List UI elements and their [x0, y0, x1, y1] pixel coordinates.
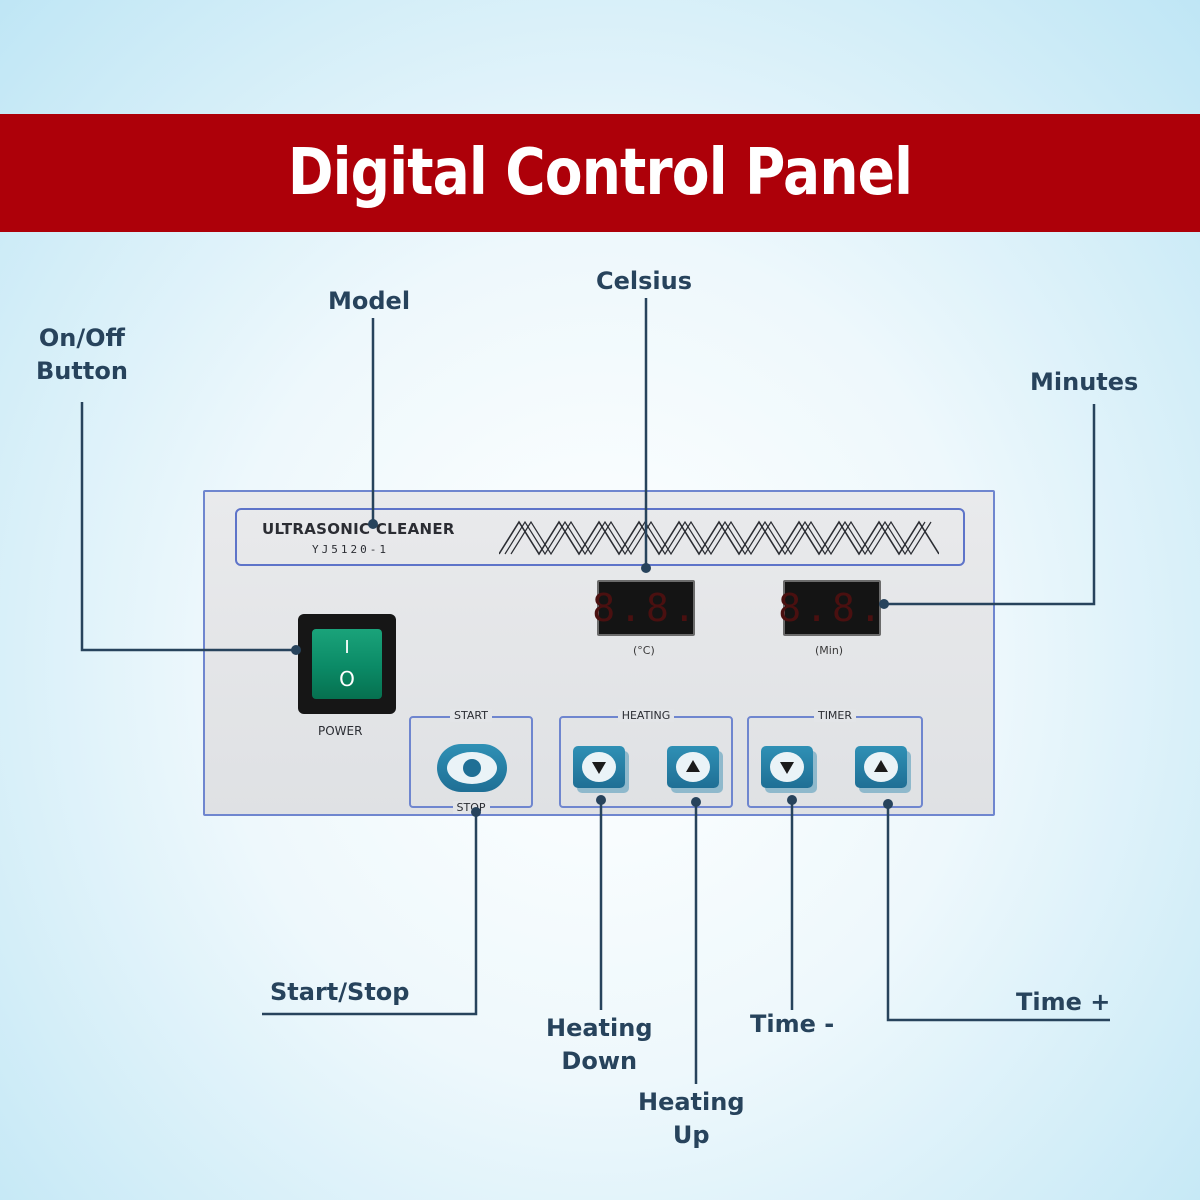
switch-off-mark: O	[339, 667, 355, 691]
heating-group: HEATING	[559, 709, 733, 808]
time-plus-button[interactable]	[855, 746, 907, 788]
power-label: POWER	[318, 724, 363, 738]
model-label: YJ5120-1	[312, 543, 389, 556]
callout-time-plus: Time +	[1016, 988, 1111, 1016]
timer-display: 8.8.	[778, 580, 882, 636]
power-rocker[interactable]: I O	[312, 629, 382, 699]
timer-group: TIMER	[747, 709, 923, 808]
callout-start-stop: Start/Stop	[270, 978, 410, 1006]
start-stop-group: START STOP	[409, 709, 533, 814]
title-banner: Digital Control Panel	[0, 114, 1200, 232]
start-label: START	[411, 709, 531, 722]
callout-minutes: Minutes	[1030, 368, 1139, 396]
arrow-up-icon	[686, 760, 700, 772]
switch-on-mark: I	[344, 637, 350, 658]
timer-label: TIMER	[749, 709, 921, 722]
callout-model: Model	[328, 287, 411, 315]
callout-on-off-line1: On/Off	[38, 324, 125, 352]
arrow-up-icon	[874, 760, 888, 772]
temperature-display: 8.8.	[592, 580, 696, 636]
wave-decoration-icon	[499, 520, 939, 556]
brand-label: ULTRASONIC CLEANER	[262, 520, 455, 538]
start-stop-eye-icon	[447, 752, 497, 784]
control-panel: ULTRASONIC CLEANER YJ5120-1 8.8. (°C) 8.…	[203, 490, 995, 816]
heating-up-button[interactable]	[667, 746, 719, 788]
heating-label: HEATING	[561, 709, 731, 722]
arrow-down-icon	[780, 762, 794, 774]
callout-on-off-line2: Button	[36, 357, 128, 385]
callout-celsius: Celsius	[596, 267, 692, 295]
time-minus-button[interactable]	[761, 746, 813, 788]
start-stop-button[interactable]	[437, 744, 507, 792]
callout-time-minus: Time -	[750, 1010, 835, 1038]
callout-heating-up-line1: Heating	[638, 1088, 745, 1116]
temperature-unit: (°C)	[633, 644, 655, 657]
stop-label: STOP	[411, 801, 531, 814]
heating-down-button[interactable]	[573, 746, 625, 788]
callout-heating-up-line2: Up	[672, 1121, 710, 1149]
power-switch[interactable]: I O	[298, 614, 396, 714]
timer-unit: (Min)	[815, 644, 844, 657]
callout-heating-down-line1: Heating	[546, 1014, 653, 1042]
panel-header: ULTRASONIC CLEANER YJ5120-1	[235, 508, 965, 566]
callout-on-off: On/Off Button	[36, 322, 128, 388]
callout-heating-up: Heating Up	[638, 1086, 745, 1152]
callout-heating-down: Heating Down	[546, 1012, 653, 1078]
callout-heating-down-line2: Down	[561, 1047, 638, 1075]
arrow-down-icon	[592, 762, 606, 774]
page-title: Digital Control Panel	[287, 136, 913, 210]
